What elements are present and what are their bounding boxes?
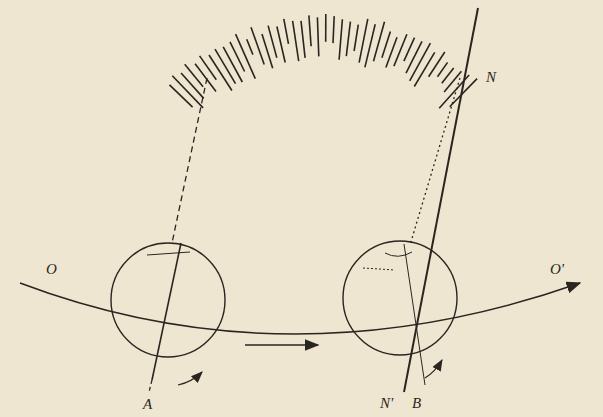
sun-ray	[301, 21, 305, 58]
angle-arc	[385, 252, 412, 256]
sun-ray	[325, 14, 327, 42]
earth-axis	[149, 380, 152, 392]
sun-ray	[247, 39, 253, 54]
sun-ray	[333, 16, 334, 43]
sun-ray	[438, 62, 448, 76]
sun-ray	[195, 64, 216, 92]
sun-ray	[236, 34, 256, 79]
sun-ray	[429, 52, 445, 77]
parallel-line	[147, 252, 190, 255]
orbit-path	[20, 283, 580, 334]
sun-ray	[442, 68, 454, 83]
earth-axis	[152, 243, 181, 380]
sun-ray	[215, 49, 236, 84]
sun-ray	[268, 26, 277, 58]
sun-ray	[317, 17, 318, 56]
earth-axis	[404, 8, 478, 392]
sun-ray	[181, 73, 204, 98]
sun-ray	[339, 19, 342, 59]
sun-ray	[444, 71, 461, 92]
sun-ray	[230, 42, 245, 72]
earth-circle	[111, 243, 225, 357]
sun-ray	[277, 27, 285, 63]
dotted-line	[363, 268, 395, 270]
sun-rays	[170, 14, 478, 108]
sun-ray-line	[410, 78, 460, 245]
orbit-label: O	[44, 262, 59, 277]
sun-ray	[354, 25, 358, 51]
sun-ray	[170, 85, 193, 107]
rotation-arrow	[425, 360, 442, 378]
rotation-arrow	[178, 372, 202, 385]
axis-label: N'	[378, 396, 395, 411]
sun-ray	[293, 21, 299, 61]
earth-circle	[343, 241, 457, 355]
motion-arrow	[245, 344, 318, 346]
sun-ray	[200, 56, 217, 80]
orbit-label: O'	[548, 262, 566, 277]
sun-ray	[404, 38, 415, 62]
sun-ray	[382, 31, 391, 57]
sun-ray	[346, 22, 350, 57]
axis-label: N	[484, 70, 498, 85]
sun-ray	[284, 19, 289, 44]
sun-ray	[223, 47, 242, 82]
sun-ray	[394, 34, 407, 66]
sun-ray-line	[172, 78, 207, 243]
point-label: A	[141, 397, 154, 412]
sun-ray	[251, 27, 264, 64]
sun-ray	[410, 43, 431, 81]
meridian-line	[404, 244, 425, 385]
sun-ray	[309, 15, 311, 46]
sun-ray	[359, 19, 368, 63]
sun-ray	[414, 52, 434, 86]
sun-ray	[185, 64, 203, 87]
point-label: B	[410, 396, 423, 411]
sun-ray	[406, 41, 422, 73]
